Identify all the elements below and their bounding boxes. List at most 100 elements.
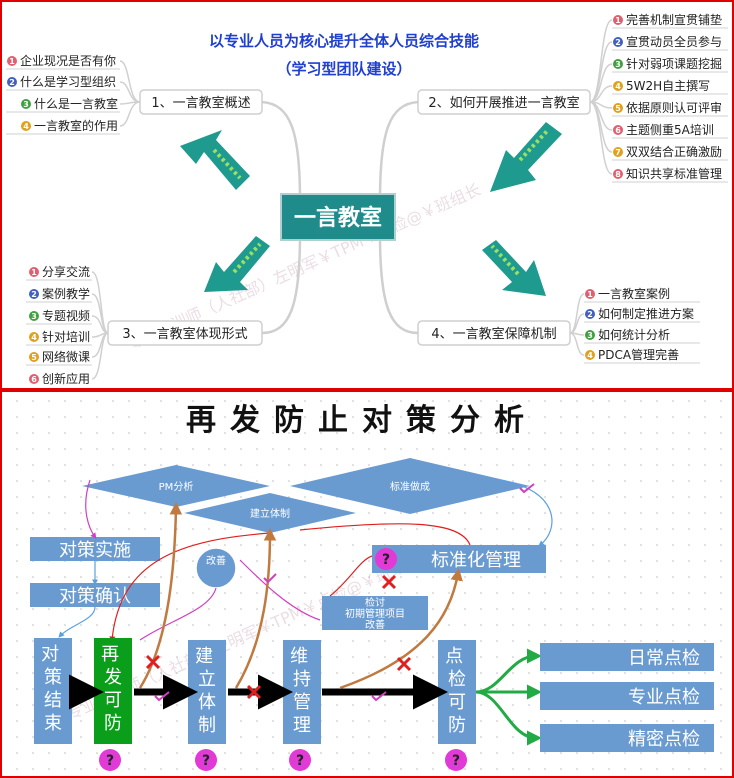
number-badge-icon xyxy=(29,374,39,384)
green-arrows xyxy=(475,648,542,746)
svg-text:4: 4 xyxy=(587,351,593,360)
number-badge-icon xyxy=(29,289,39,299)
number-badge-icon xyxy=(613,81,623,91)
check-mark-icon xyxy=(263,573,277,584)
step-build-system: 建 立体制 xyxy=(188,640,226,744)
branch-4-label: 4、一言教室保障机制 xyxy=(431,326,556,342)
step-text: 再 发可防 xyxy=(101,644,125,734)
svg-text:一言教室的作用: 一言教室的作用 xyxy=(34,118,118,133)
svg-text:对策确认: 对策确认 xyxy=(59,586,131,607)
svg-text:PDCA管理完善: PDCA管理完善 xyxy=(598,347,679,362)
svg-text:专业点检: 专业点检 xyxy=(628,687,700,708)
svg-text:8: 8 xyxy=(615,170,621,179)
mind-map-subtitle: （学习型团队建设） xyxy=(276,60,411,78)
flow-panel: 再发防止对策分析 专业培训师（人社部）左明军￥TPM￥点检@￥班组长 PM分析 … xyxy=(0,390,734,778)
improve-circle: 改善 xyxy=(195,547,237,589)
number-badge-icon xyxy=(29,332,39,342)
svg-text:?: ? xyxy=(452,753,460,769)
svg-text:?: ? xyxy=(106,753,114,769)
number-badge-icon xyxy=(29,311,39,321)
svg-text:改善: 改善 xyxy=(365,618,385,631)
diamond-pm-analysis: PM分析 xyxy=(82,465,270,507)
svg-text:针对弱项课题挖掘: 针对弱项课题挖掘 xyxy=(626,56,722,71)
svg-text:企业现况是否有你: 企业现况是否有你 xyxy=(20,53,116,68)
step-maintenance: 维 持管理 xyxy=(283,640,321,744)
svg-text:分享交流: 分享交流 xyxy=(42,264,90,279)
leaf: 3 针对弱项课题挖掘 xyxy=(612,56,728,73)
svg-text:5: 5 xyxy=(615,104,621,113)
svg-text:5: 5 xyxy=(31,353,37,362)
svg-text:如何统计分析: 如何统计分析 xyxy=(598,327,670,342)
svg-text:针对培训: 针对培训 xyxy=(42,329,90,344)
svg-text:什么是一言教室: 什么是一言教室 xyxy=(34,96,118,111)
svg-text:1: 1 xyxy=(9,57,15,66)
svg-text:6: 6 xyxy=(615,126,621,135)
flow-title: 再发防止对策分析 xyxy=(186,403,538,438)
number-badge-icon xyxy=(613,15,623,25)
main-connectors xyxy=(261,100,419,335)
leaf: 3 什么是一言教室 xyxy=(6,96,120,113)
svg-text:6: 6 xyxy=(31,375,37,384)
number-badge-icon xyxy=(21,121,31,131)
svg-text:对策实施: 对策实施 xyxy=(59,540,131,561)
number-badge-icon xyxy=(613,37,623,47)
cross-mark-icon xyxy=(145,654,161,670)
branch-2: 2、如何开展推进一言教室 1 完善机制宣贯铺垫 2 宣贯动员全员参与 3 针对弱项课题… xyxy=(417,12,728,183)
step-prevent-recurrence: 再 发可防 xyxy=(94,638,132,744)
number-badge-icon xyxy=(613,59,623,69)
leaf: 8 知识共享标准管理 xyxy=(612,166,728,183)
svg-text:检讨: 检讨 xyxy=(365,596,385,609)
svg-text:1: 1 xyxy=(615,16,621,25)
number-badge-icon xyxy=(585,289,595,299)
number-badge-icon xyxy=(585,330,595,340)
svg-text:日常点检: 日常点检 xyxy=(628,648,700,669)
step-countermeasure-end: 对 策结束 xyxy=(34,638,72,744)
branch-2-label: 2、如何开展推进一言教室 xyxy=(428,95,579,111)
svg-text:?: ? xyxy=(382,552,390,568)
step-inspection: 点 检可防 xyxy=(438,640,476,744)
branch-1-label: 1、一言教室概述 xyxy=(151,95,250,111)
check-mark-icon xyxy=(519,483,535,494)
number-badge-icon xyxy=(7,56,17,66)
teal-arrow-icon xyxy=(180,130,250,190)
svg-text:主题侧重5A培训: 主题侧重5A培训 xyxy=(626,122,714,137)
number-badge-icon xyxy=(585,350,595,360)
svg-text:专题视频: 专题视频 xyxy=(42,308,90,323)
svg-text:3: 3 xyxy=(615,60,621,69)
svg-text:2: 2 xyxy=(31,290,37,299)
svg-text:双双结合正确激励: 双双结合正确激励 xyxy=(626,144,722,159)
number-badge-icon xyxy=(29,267,39,277)
svg-text:4: 4 xyxy=(23,122,29,131)
svg-text:2: 2 xyxy=(615,38,621,47)
question-circle-icon: ? xyxy=(99,749,121,771)
leaf: 7 双双结合正确激励 xyxy=(612,144,728,161)
box-implement: 对策实施 xyxy=(30,537,160,561)
svg-text:7: 7 xyxy=(615,148,621,157)
svg-text:完善机制宣贯铺垫: 完善机制宣贯铺垫 xyxy=(626,12,722,27)
box-review: 检讨 初期管理项目 改善 xyxy=(322,596,428,631)
svg-text:标准化管理: 标准化管理 xyxy=(431,550,521,571)
svg-text:宣贯动员全员参与: 宣贯动员全员参与 xyxy=(626,34,722,49)
question-circle-icon: ? xyxy=(289,749,311,771)
svg-text:知识共享标准管理: 知识共享标准管理 xyxy=(626,166,722,181)
svg-text:PM分析: PM分析 xyxy=(159,480,194,493)
teal-arrow-icon xyxy=(482,240,546,296)
number-badge-icon xyxy=(21,99,31,109)
leaf: 1 完善机制宣贯铺垫 xyxy=(612,12,728,29)
svg-text:?: ? xyxy=(202,753,210,769)
check-mark-icon xyxy=(371,691,387,702)
svg-text:3: 3 xyxy=(23,100,29,109)
step-text: 建 立体制 xyxy=(195,646,219,736)
step-text: 维 持管理 xyxy=(290,646,314,736)
